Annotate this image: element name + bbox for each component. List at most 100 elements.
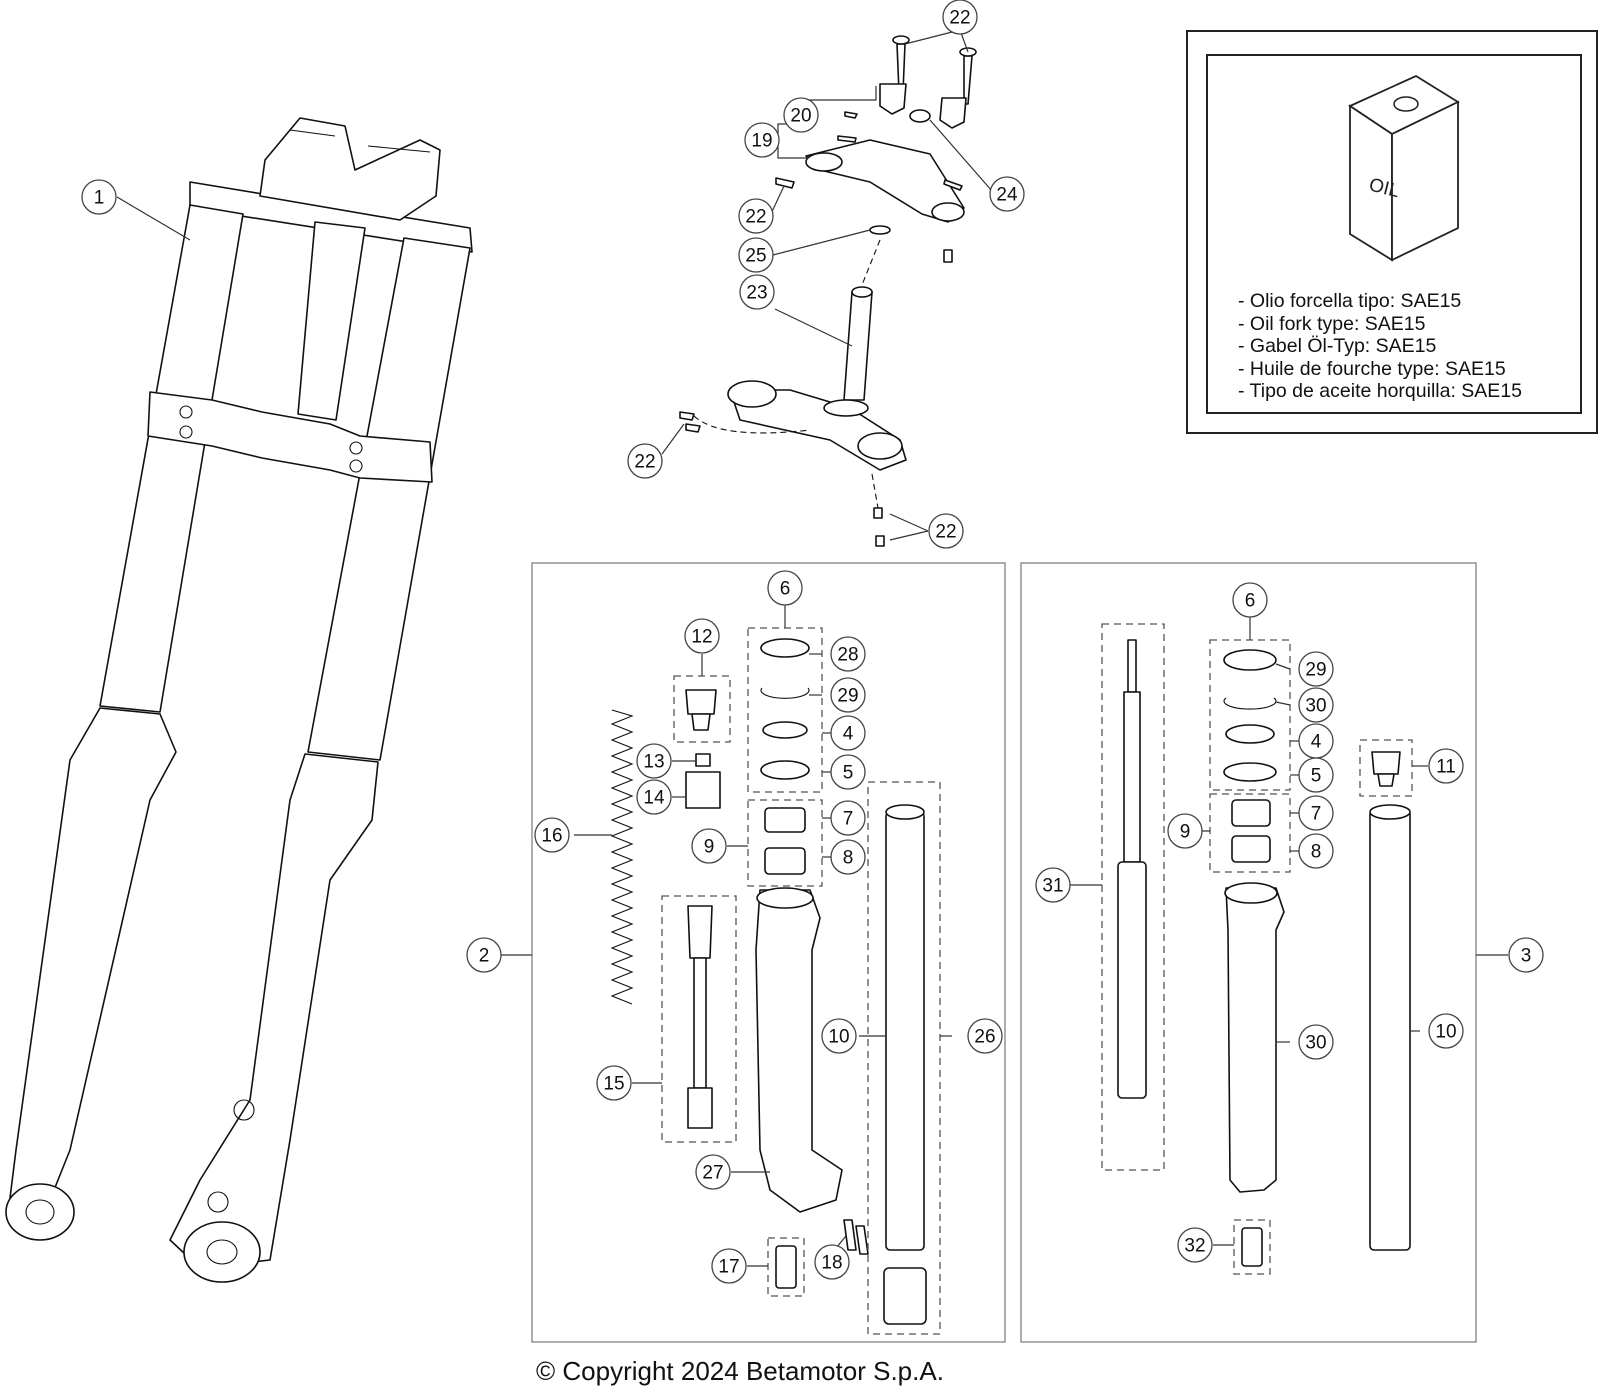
- callout-label: 8: [843, 848, 854, 869]
- callout-circle: [942, 0, 978, 35]
- callout-circle: [830, 800, 866, 836]
- callout-22: 22: [928, 513, 964, 549]
- panel-left-leg: [531, 562, 1006, 1343]
- callout-label: 26: [974, 1027, 995, 1048]
- callout-22: 22: [942, 0, 978, 35]
- callout-label: 5: [843, 763, 854, 784]
- callout-circle: [830, 677, 866, 713]
- callout-circle: [1298, 833, 1334, 869]
- callout-circle: [783, 97, 819, 133]
- callout-label: 11: [1436, 757, 1456, 778]
- callout-3: 3: [1508, 937, 1544, 973]
- callout-label: 25: [745, 246, 766, 267]
- callout-label: 18: [821, 1253, 842, 1274]
- callout-label: 19: [751, 131, 772, 152]
- callout-label: 24: [996, 185, 1018, 206]
- callout-20: 20: [783, 97, 819, 133]
- callout-circle: [1298, 687, 1334, 723]
- steering-assembly: [679, 35, 977, 547]
- callout-label: 6: [1245, 591, 1256, 612]
- callout-19: 19: [744, 122, 780, 158]
- callout-label: 10: [1435, 1022, 1456, 1043]
- callout-12: 12: [684, 618, 720, 654]
- callout-label: 4: [843, 724, 854, 745]
- callout-22: 22: [738, 198, 774, 234]
- callout-label: 22: [634, 452, 655, 473]
- callout-5: 5: [1298, 757, 1334, 793]
- callout-4: 4: [830, 715, 866, 751]
- callout-circle: [636, 779, 672, 815]
- callout-label: 29: [1305, 660, 1326, 681]
- callout-circle: [830, 839, 866, 875]
- callout-9: 9: [1167, 813, 1203, 849]
- callout-label: 29: [837, 686, 858, 707]
- callout-circle: [738, 237, 774, 273]
- callout-circle: [830, 754, 866, 790]
- callout-circle: [1298, 757, 1334, 793]
- callout-1: 1: [81, 179, 117, 215]
- callout-circle: [1035, 867, 1071, 903]
- callout-circle: [684, 618, 720, 654]
- callout-5: 5: [830, 754, 866, 790]
- callout-circle: [636, 743, 672, 779]
- callout-6: 6: [1232, 582, 1268, 618]
- callout-label: 30: [1305, 696, 1326, 717]
- callout-label: 9: [704, 837, 715, 858]
- callout-24: 24: [989, 176, 1025, 212]
- callout-31: 31: [1035, 867, 1071, 903]
- callout-circle: [81, 179, 117, 215]
- callout-label: 22: [745, 207, 766, 228]
- callout-label: 32: [1184, 1236, 1205, 1257]
- oil-spec-box: OIL - Olio forcella tipo: SAE15 - Oil fo…: [1186, 30, 1598, 434]
- callout-label: 2: [479, 946, 490, 967]
- callout-circle: [691, 828, 727, 864]
- callout-circle: [466, 937, 502, 973]
- callout-29: 29: [1298, 651, 1334, 687]
- callout-label: 7: [843, 809, 854, 830]
- panel-right-leg: [1020, 562, 1477, 1343]
- callout-circle: [1508, 937, 1544, 973]
- oil-spec-inner-frame: OIL - Olio forcella tipo: SAE15 - Oil fo…: [1206, 54, 1582, 414]
- callout-14: 14: [636, 779, 672, 815]
- callout-label: 1: [94, 188, 105, 209]
- callout-15: 15: [596, 1065, 632, 1101]
- callout-2: 2: [466, 937, 502, 973]
- oil-spec-line-en: - Oil fork type: SAE15: [1238, 312, 1426, 335]
- callout-circle: [830, 715, 866, 751]
- callout-label: 22: [935, 522, 956, 543]
- oil-spec-line-de: - Gabel Öl-Typ: SAE15: [1238, 335, 1437, 357]
- callout-label: 12: [691, 627, 712, 648]
- callout-circle: [989, 176, 1025, 212]
- callout-label: 7: [1311, 804, 1322, 825]
- callout-circle: [1232, 582, 1268, 618]
- callout-circle: [1167, 813, 1203, 849]
- left-leg-parts: [610, 627, 941, 1335]
- callout-label: 14: [643, 788, 665, 809]
- callout-6: 6: [767, 570, 803, 606]
- callout-circle: [695, 1154, 731, 1190]
- callout-circle: [711, 1248, 747, 1284]
- leader-lines: [116, 29, 1508, 1267]
- callout-4: 4: [1298, 723, 1334, 759]
- callout-circle: [767, 570, 803, 606]
- callout-label: 15: [603, 1074, 624, 1095]
- callout-label: 5: [1311, 766, 1322, 787]
- callout-23: 23: [739, 274, 775, 310]
- callout-circle: [738, 198, 774, 234]
- callout-7: 7: [830, 800, 866, 836]
- callout-circle: [967, 1018, 1003, 1054]
- callout-30: 30: [1298, 1024, 1334, 1060]
- callout-label: 22: [949, 8, 970, 29]
- callout-circle: [596, 1065, 632, 1101]
- callout-29: 29: [830, 677, 866, 713]
- callout-label: 20: [790, 106, 811, 127]
- callout-9: 9: [691, 828, 727, 864]
- assembled-fork: [5, 117, 473, 1283]
- callout-label: 9: [1180, 822, 1191, 843]
- callout-circle: [1298, 795, 1334, 831]
- callout-circle: [627, 443, 663, 479]
- callout-circle: [821, 1018, 857, 1054]
- callout-8: 8: [1298, 833, 1334, 869]
- callout-28: 28: [830, 636, 866, 672]
